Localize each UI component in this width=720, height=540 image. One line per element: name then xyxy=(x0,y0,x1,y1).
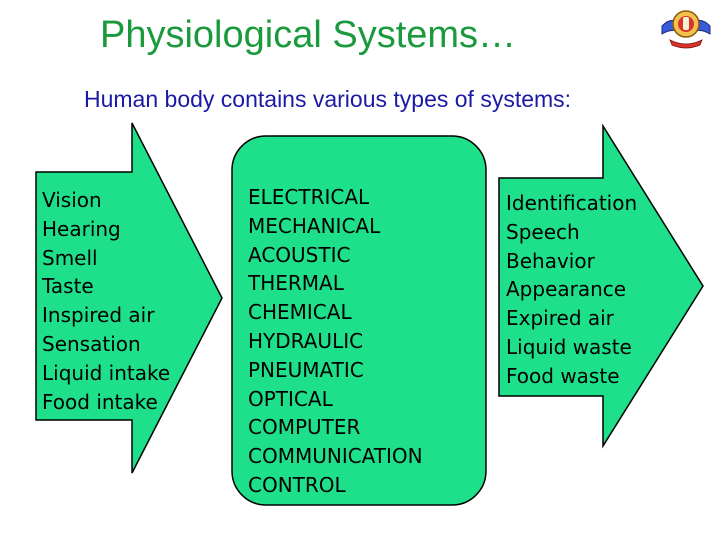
system-item: OPTICAL xyxy=(248,386,333,411)
output-item: Appearance xyxy=(506,277,627,302)
system-item: ELECTRICAL xyxy=(248,185,370,209)
input-item: Hearing xyxy=(42,216,121,241)
outputs-arrow xyxy=(498,123,704,449)
system-item: CHEMICAL xyxy=(248,300,352,325)
system-item: PNEUMATIC xyxy=(248,357,364,382)
output-item: Behavior xyxy=(506,248,595,273)
output-item: Speech xyxy=(506,219,580,244)
input-item: Food intake xyxy=(42,389,158,414)
inputs-arrow xyxy=(35,122,223,474)
output-item: Liquid waste xyxy=(506,334,632,359)
input-item: Vision xyxy=(42,188,102,212)
input-item: Inspired air xyxy=(42,303,155,328)
input-item: Sensation xyxy=(42,331,141,356)
system-item: THERMAL xyxy=(248,271,344,296)
input-item: Smell xyxy=(42,245,98,270)
slide-title: Physiological Systems… xyxy=(100,14,517,56)
system-item: COMPUTER xyxy=(248,415,361,440)
system-item: HYDRAULIC xyxy=(248,328,364,353)
inputs-list: Vision Hearing Smell Taste Inspired air … xyxy=(42,186,170,416)
system-item: MECHANICAL xyxy=(248,213,381,238)
system-item: COMMUNICATION xyxy=(248,444,423,469)
input-item: Liquid intake xyxy=(42,360,171,385)
systems-box xyxy=(231,135,487,506)
system-item: ACOUSTIC xyxy=(248,242,351,267)
slide-subtitle: Human body contains various types of sys… xyxy=(84,86,572,112)
systems-list: ELECTRICAL MECHANICAL ACOUSTIC THERMAL C… xyxy=(248,183,423,500)
output-item: Expired air xyxy=(506,306,614,331)
outputs-list: Identification Speech Behavior Appearanc… xyxy=(506,189,637,391)
institute-emblem-icon xyxy=(661,10,711,49)
input-item: Taste xyxy=(42,274,94,299)
output-item: Food waste xyxy=(506,363,620,388)
system-item: CONTROL xyxy=(248,472,346,497)
output-item: Identification xyxy=(506,191,638,215)
